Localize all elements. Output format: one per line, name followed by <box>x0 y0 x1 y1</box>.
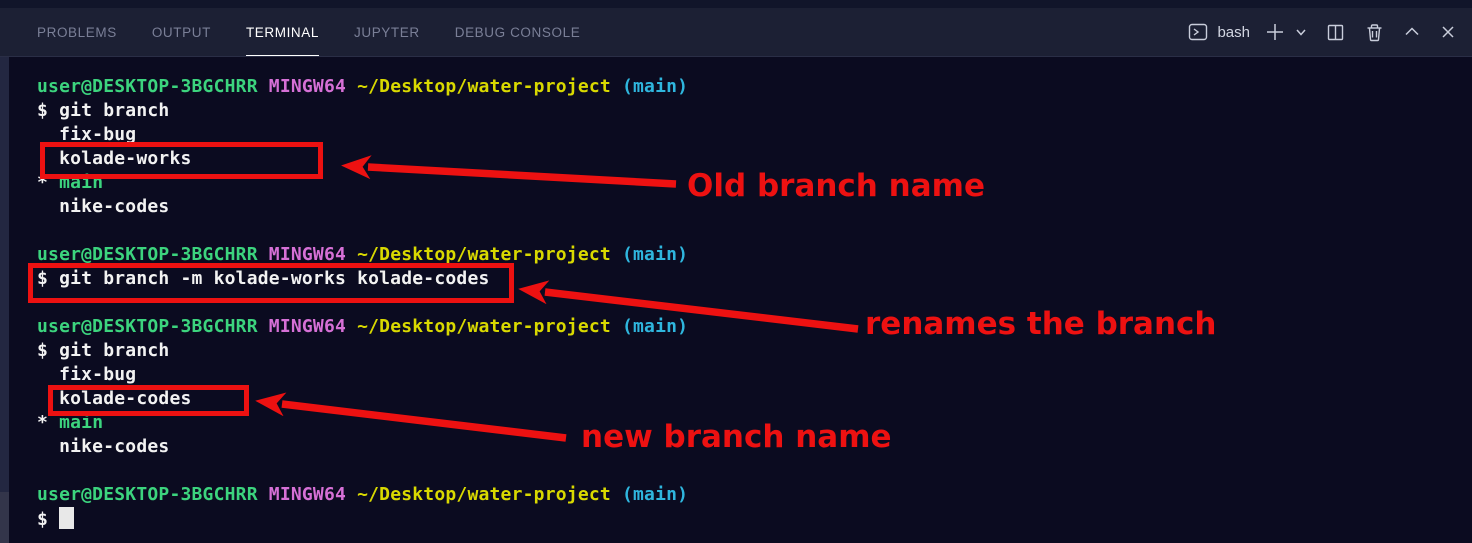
terminal-line: $ git branch <box>37 339 688 363</box>
highlight-box-rename-command <box>28 263 514 303</box>
tab-terminal[interactable]: TERMINAL <box>245 8 319 56</box>
terminal-line <box>37 219 688 243</box>
annotation-old-branch-name: Old branch name <box>687 168 985 204</box>
terminal-line: kolade-codes <box>37 387 688 411</box>
panel-header: PROBLEMS OUTPUT TERMINAL JUPYTER DEBUG CONSO… <box>0 8 1472 57</box>
annotation-new-branch-name: new branch name <box>581 419 892 455</box>
terminal-toolbar: bash <box>1186 8 1456 56</box>
tab-jupyter[interactable]: JUPYTER <box>354 24 420 40</box>
annotation-renames-the-branch: renames the branch <box>865 306 1217 342</box>
terminal-text-segment: main <box>59 412 104 433</box>
terminal-text-segment: fix-bug <box>37 364 137 385</box>
terminal-text-segment: nike-codes <box>37 436 170 457</box>
terminal-text-segment: user@DESKTOP-3BGCHRR <box>37 316 269 337</box>
terminal-text-segment: ~/Desktop/water-project <box>357 316 622 337</box>
terminal-cursor <box>59 507 75 529</box>
shell-label[interactable]: bash <box>1217 23 1250 41</box>
terminal-text-segment: $ git branch -m kolade-works kolade-code… <box>37 268 490 289</box>
maximize-panel-icon[interactable] <box>1404 24 1420 40</box>
terminal-text-segment: kolade-works <box>37 148 192 169</box>
terminal-text-segment: nike-codes <box>37 196 170 217</box>
terminal-text-segment: MINGW64 <box>268 316 358 337</box>
kill-terminal-icon[interactable] <box>1365 23 1384 42</box>
highlight-box-new-branch <box>48 385 249 416</box>
terminal-output[interactable]: user@DESKTOP-3BGCHRR MINGW64 ~/Desktop/w… <box>37 75 688 531</box>
terminal-line: $ git branch <box>37 99 688 123</box>
terminal-line: nike-codes <box>37 435 688 459</box>
terminal-line: user@DESKTOP-3BGCHRR MINGW64 ~/Desktop/w… <box>37 243 688 267</box>
terminal-text-segment: * <box>37 172 60 193</box>
editor-scrollbar-fragment[interactable] <box>0 492 9 543</box>
panel-top-border <box>0 0 1472 8</box>
terminal-text-segment: MINGW64 <box>268 76 358 97</box>
terminal-text-segment: user@DESKTOP-3BGCHRR <box>37 76 269 97</box>
terminal-line: user@DESKTOP-3BGCHRR MINGW64 ~/Desktop/w… <box>37 75 688 99</box>
panel-left-edge <box>0 57 9 492</box>
terminal-line: user@DESKTOP-3BGCHRR MINGW64 ~/Desktop/w… <box>37 483 688 507</box>
terminal-text-segment: ~/Desktop/water-project <box>357 484 622 505</box>
terminal-text-segment: (main) <box>621 244 689 265</box>
terminal-text-segment: kolade-codes <box>37 388 192 409</box>
terminal-text-segment: ~/Desktop/water-project <box>357 244 622 265</box>
terminal-text-segment: (main) <box>621 316 689 337</box>
terminal-line: fix-bug <box>37 363 688 387</box>
terminal-line: user@DESKTOP-3BGCHRR MINGW64 ~/Desktop/w… <box>37 315 688 339</box>
add-terminal-icon[interactable] <box>1264 21 1286 43</box>
terminal-text-segment: $ git branch <box>37 340 170 361</box>
terminal-text-segment: fix-bug <box>37 124 137 145</box>
terminal-text-segment: user@DESKTOP-3BGCHRR <box>37 244 269 265</box>
terminal-text-segment: (main) <box>621 76 689 97</box>
panel-tabs: PROBLEMS OUTPUT TERMINAL JUPYTER DEBUG CONSO… <box>0 8 580 56</box>
tab-debug-console[interactable]: DEBUG CONSOLE <box>454 24 581 40</box>
terminal-line: $ <box>37 507 688 531</box>
terminal-text-segment: ~/Desktop/water-project <box>357 76 622 97</box>
terminal-text-segment: MINGW64 <box>268 484 358 505</box>
terminal-line: $ git branch -m kolade-works kolade-code… <box>37 267 688 291</box>
terminal-text-segment: $ git branch <box>37 100 170 121</box>
tab-output[interactable]: OUTPUT <box>151 24 211 40</box>
terminal-text-segment: * <box>37 412 60 433</box>
terminal-line: * main <box>37 411 688 435</box>
terminal-line: fix-bug <box>37 123 688 147</box>
highlight-box-old-branch <box>40 142 323 179</box>
chevron-down-icon[interactable] <box>1294 25 1308 39</box>
terminal-line: kolade-works <box>37 147 688 171</box>
split-terminal-icon[interactable] <box>1326 23 1345 42</box>
terminal-text-segment: (main) <box>621 484 689 505</box>
terminal-icon <box>1186 20 1210 44</box>
terminal-line <box>37 459 688 483</box>
terminal-text-segment: user@DESKTOP-3BGCHRR <box>37 484 269 505</box>
terminal-text-segment: $ <box>37 509 60 530</box>
terminal-line: nike-codes <box>37 195 688 219</box>
close-panel-icon[interactable] <box>1440 24 1456 40</box>
tab-problems[interactable]: PROBLEMS <box>37 24 117 40</box>
terminal-text-segment: MINGW64 <box>268 244 358 265</box>
